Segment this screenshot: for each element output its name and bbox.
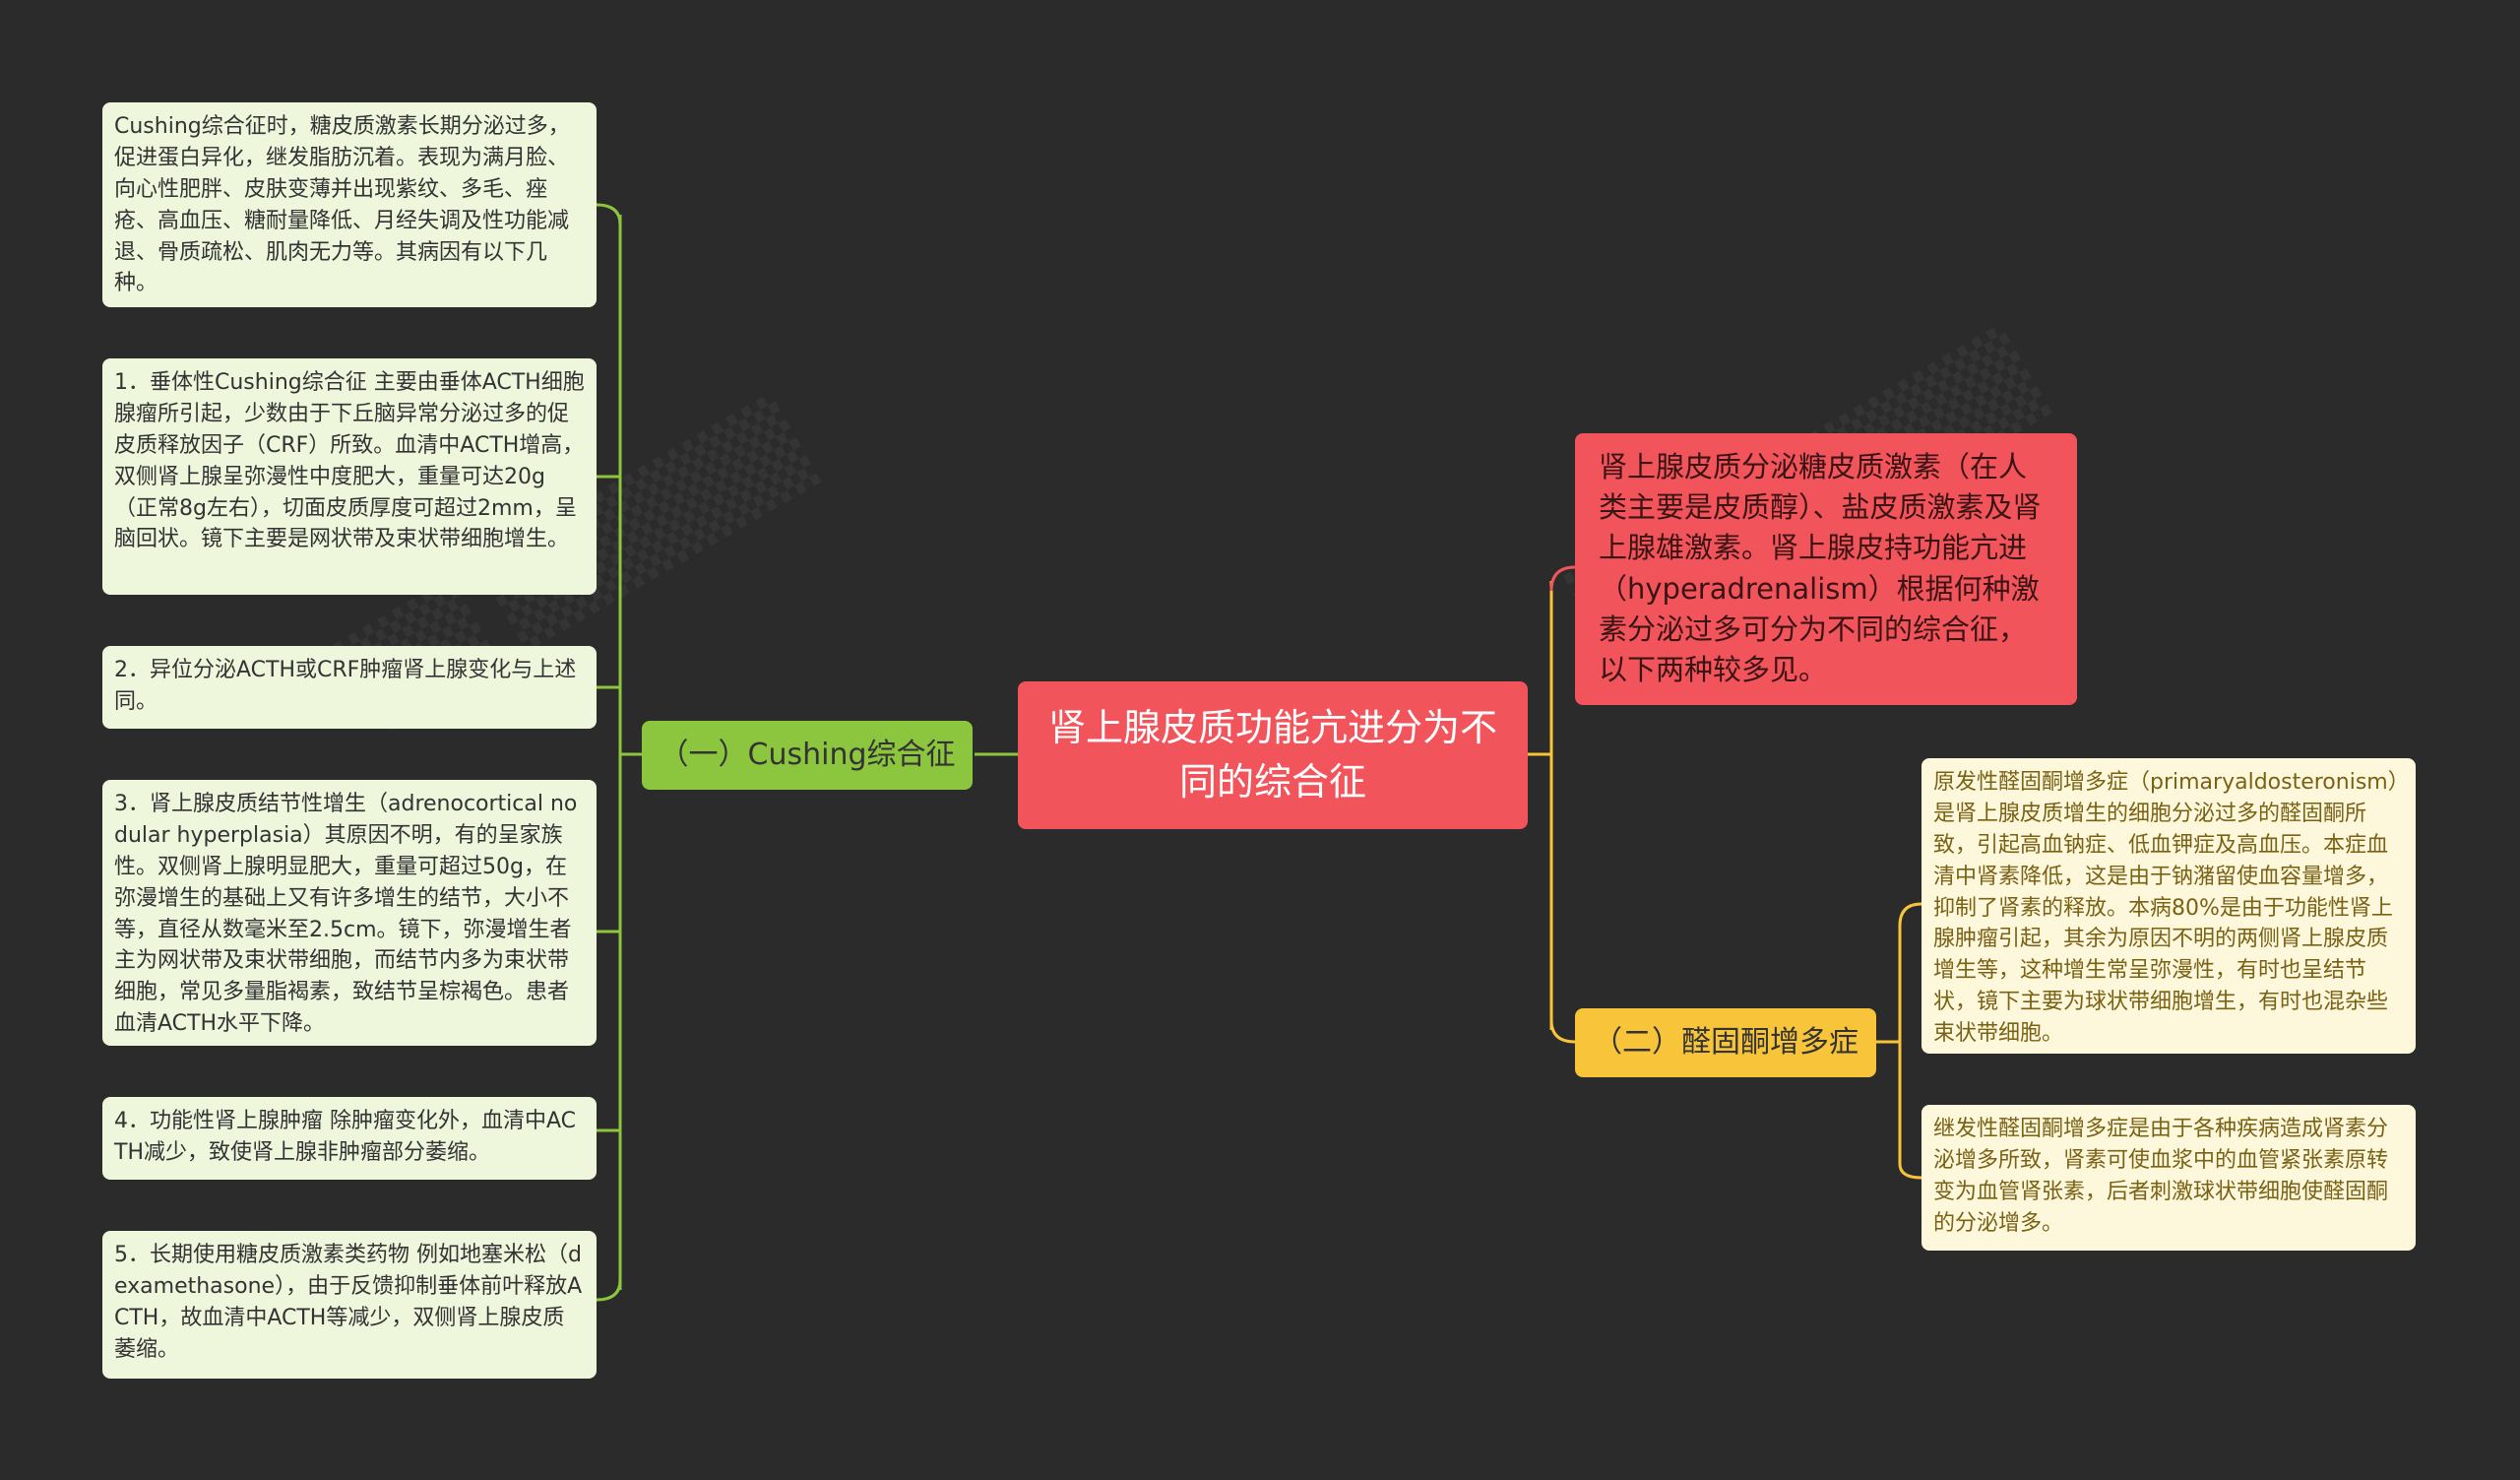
intro-note-text: 肾上腺皮质分泌糖皮质激素（在人类主要是皮质醇）、盐皮质激素及肾上腺雄激素。肾上腺…	[1599, 450, 2042, 686]
cushing-item-text: 4．功能性肾上腺肿瘤 除肿瘤变化外，血清中ACTH减少，致使肾上腺非肿瘤部分萎缩…	[114, 1109, 577, 1165]
cushing-item-text: 3．肾上腺皮质结节性增生（adrenocortical nodular hype…	[114, 792, 578, 1037]
branch-aldosterone[interactable]: （二）醛固酮增多症	[1575, 1008, 1876, 1077]
branch-cushing[interactable]: （一）Cushing综合征	[642, 721, 973, 790]
central-topic-label: 肾上腺皮质功能亢进分为不同的综合征	[1047, 705, 1497, 804]
cushing-item-1[interactable]: 1．垂体性Cushing综合征 主要由垂体ACTH细胞腺瘤所引起，少数由于下丘脑…	[102, 358, 597, 595]
intro-note[interactable]: 肾上腺皮质分泌糖皮质激素（在人类主要是皮质醇）、盐皮质激素及肾上腺雄激素。肾上腺…	[1575, 433, 2077, 705]
aldosterone-item-primary[interactable]: 原发性醛固酮增多症（primaryaldosteronism）是肾上腺皮质增生的…	[1922, 758, 2416, 1054]
cushing-item-text: 2．异位分泌ACTH或CRF肿瘤肾上腺变化与上述同。	[114, 658, 577, 714]
aldosterone-item-text: 继发性醛固酮增多症是由于各种疾病造成肾素分泌增多所致，肾素可使血浆中的血管紧张素…	[1933, 1117, 2389, 1236]
cushing-item-5[interactable]: 5．长期使用糖皮质激素类药物 例如地塞米松（dexamethasone），由于反…	[102, 1231, 597, 1379]
cushing-item-2[interactable]: 2．异位分泌ACTH或CRF肿瘤肾上腺变化与上述同。	[102, 646, 597, 729]
cushing-item-text: 5．长期使用糖皮质激素类药物 例如地塞米松（dexamethasone），由于反…	[114, 1243, 583, 1362]
central-topic[interactable]: 肾上腺皮质功能亢进分为不同的综合征	[1018, 681, 1528, 829]
branch-aldosterone-label: （二）醛固酮增多症	[1593, 1025, 1858, 1061]
cushing-item-text: Cushing综合征时，糖皮质激素长期分泌过多，促进蛋白异化，继发脂肪沉着。表现…	[114, 114, 570, 296]
aldosterone-item-secondary[interactable]: 继发性醛固酮增多症是由于各种疾病造成肾素分泌增多所致，肾素可使血浆中的血管紧张素…	[1922, 1105, 2416, 1251]
cushing-item-text: 1．垂体性Cushing综合征 主要由垂体ACTH细胞腺瘤所引起，少数由于下丘脑…	[114, 370, 585, 552]
cushing-item-3[interactable]: 3．肾上腺皮质结节性增生（adrenocortical nodular hype…	[102, 780, 597, 1046]
aldosterone-item-text: 原发性醛固酮增多症（primaryaldosteronism）是肾上腺皮质增生的…	[1933, 770, 2399, 1047]
cushing-item-overview[interactable]: Cushing综合征时，糖皮质激素长期分泌过多，促进蛋白异化，继发脂肪沉着。表现…	[102, 102, 597, 307]
cushing-item-4[interactable]: 4．功能性肾上腺肿瘤 除肿瘤变化外，血清中ACTH减少，致使肾上腺非肿瘤部分萎缩…	[102, 1097, 597, 1180]
branch-cushing-label: （一）Cushing综合征	[659, 738, 956, 773]
